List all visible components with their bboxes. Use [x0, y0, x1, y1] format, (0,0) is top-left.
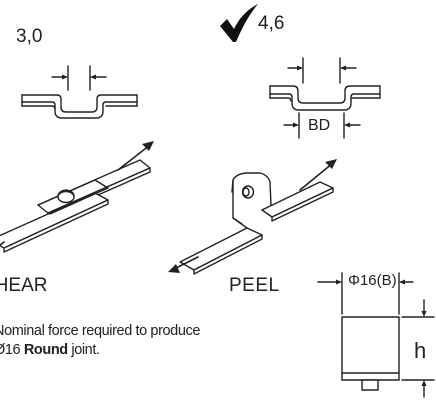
diameter-label: Φ16(B) — [348, 272, 397, 289]
caption-suffix: joint. — [67, 342, 100, 358]
peel-label: PEEL — [229, 275, 280, 296]
caption-line-2: Ø16 Round joint. — [0, 341, 200, 360]
round-joint-cylinder — [317, 272, 435, 398]
caption-text: Nominal force required to produce Ø16 Ro… — [0, 322, 200, 360]
peel-specimen — [171, 162, 334, 275]
shear-label: SHEAR — [0, 275, 48, 296]
caption-prefix: Ø16 — [0, 342, 21, 358]
joint-profile-large — [269, 57, 381, 139]
caption-line-1: Nominal force required to produce — [0, 323, 201, 339]
height-label: h — [414, 338, 427, 363]
thickness-low-label: 3,0 — [16, 26, 43, 47]
shear-specimen — [0, 144, 151, 253]
joint-profile-small — [21, 65, 138, 119]
caption-bold: Round — [23, 342, 68, 358]
thickness-high-label: 4,6 — [258, 13, 285, 34]
check-mark-icon — [220, 4, 258, 42]
bd-dimension-label: BD — [308, 117, 331, 134]
